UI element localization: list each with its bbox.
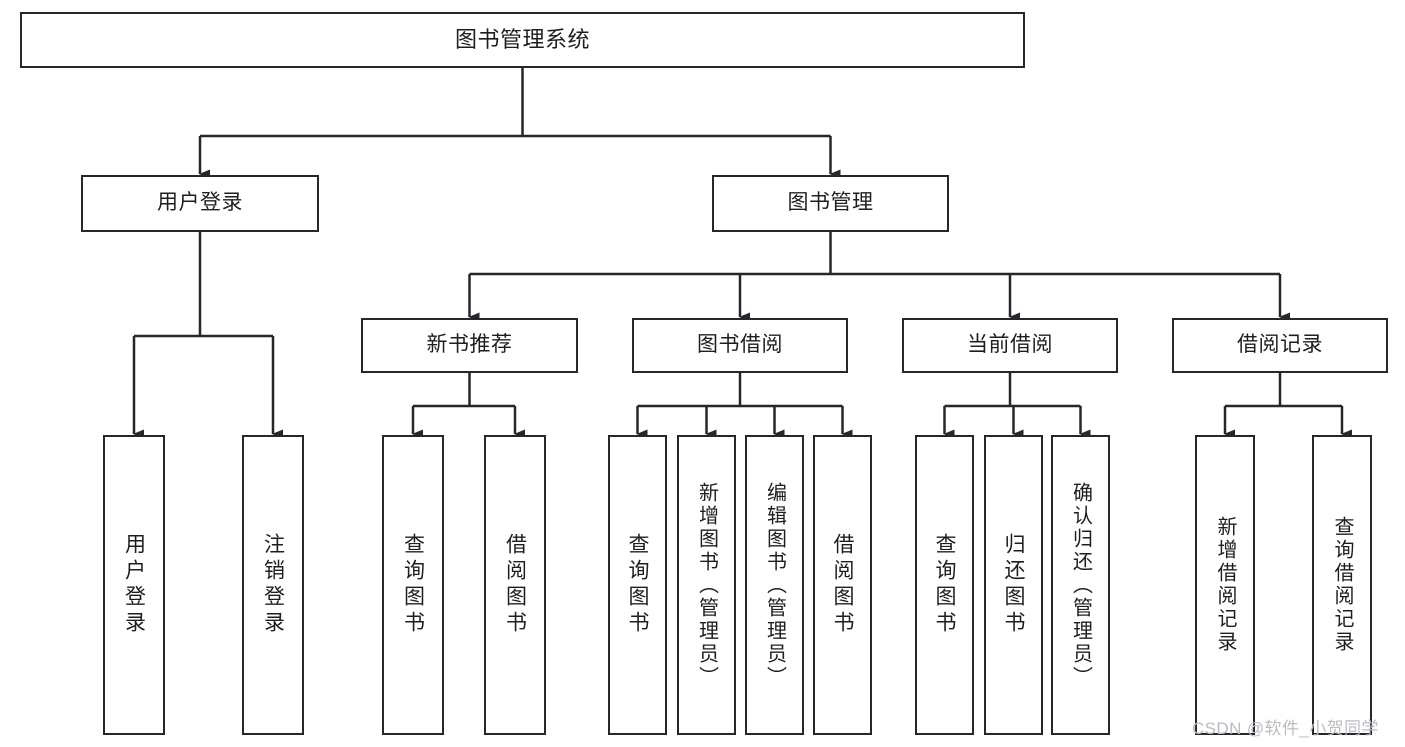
node-leaf-borrow-book-2[interactable]: 借阅图书 (813, 435, 872, 735)
node-leaf-user-logout[interactable]: 注销登录 (242, 435, 304, 735)
node-label: 用户登录 (122, 533, 146, 637)
node-leaf-add-book[interactable]: 新增图书（管理员） (677, 435, 736, 735)
node-label: 新增借阅记录 (1214, 516, 1236, 654)
node-label: 归还图书 (1002, 533, 1025, 637)
node-leaf-user-login[interactable]: 用户登录 (103, 435, 165, 735)
node-leaf-confirm-return[interactable]: 确认归还（管理员） (1051, 435, 1110, 735)
node-root[interactable]: 图书管理系统 (20, 12, 1025, 68)
node-label: 确认归还（管理员） (1069, 481, 1092, 689)
node-leaf-query-record[interactable]: 查询借阅记录 (1312, 435, 1372, 735)
node-label: 编辑图书（管理员） (763, 481, 786, 689)
node-leaf-borrow-book-1[interactable]: 借阅图书 (484, 435, 546, 735)
node-book-manage[interactable]: 图书管理 (712, 175, 949, 232)
node-book-borrow[interactable]: 图书借阅 (632, 318, 848, 373)
node-label: 注销登录 (261, 533, 285, 637)
node-label: 图书管理系统 (454, 27, 590, 53)
node-label: 查询图书 (626, 533, 649, 637)
node-borrow-record[interactable]: 借阅记录 (1172, 318, 1388, 373)
node-label: 借阅图书 (503, 533, 527, 637)
node-user-login[interactable]: 用户登录 (81, 175, 319, 232)
node-label: 借阅图书 (831, 533, 854, 637)
csdn-watermark: CSDN @软件_小贺同学 (1192, 719, 1379, 738)
node-leaf-query-book-1[interactable]: 查询图书 (382, 435, 444, 735)
node-label: 图书管理 (787, 191, 874, 215)
node-label: 图书借阅 (697, 333, 783, 357)
node-label: 当前借阅 (967, 333, 1053, 357)
node-label: 新增图书（管理员） (695, 481, 718, 689)
node-label: 新书推荐 (426, 333, 513, 357)
node-label: 查询图书 (401, 533, 425, 637)
node-leaf-return-book[interactable]: 归还图书 (984, 435, 1043, 735)
node-label: 查询借阅记录 (1331, 516, 1353, 654)
node-leaf-query-book-2[interactable]: 查询图书 (608, 435, 667, 735)
node-label: 查询图书 (933, 533, 956, 637)
node-leaf-edit-book[interactable]: 编辑图书（管理员） (745, 435, 804, 735)
node-new-book-rec[interactable]: 新书推荐 (361, 318, 578, 373)
node-leaf-add-record[interactable]: 新增借阅记录 (1195, 435, 1255, 735)
node-leaf-query-book-3[interactable]: 查询图书 (915, 435, 974, 735)
node-label: 用户登录 (157, 191, 243, 215)
node-label: 借阅记录 (1237, 333, 1323, 357)
node-current-borrow[interactable]: 当前借阅 (902, 318, 1118, 373)
